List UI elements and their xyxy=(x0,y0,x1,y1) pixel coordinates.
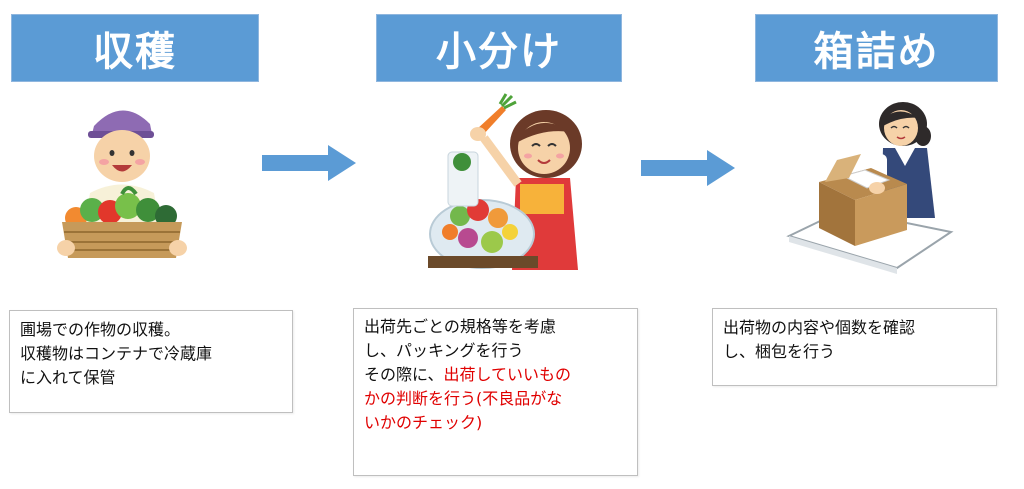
step-header-sorting: 小分け xyxy=(376,14,622,82)
step-header-harvest: 収穫 xyxy=(11,14,259,82)
highlighted-text: かの判断を行う(不良品がな xyxy=(364,389,563,408)
description-line: し、パッキングを行う xyxy=(364,341,524,360)
step-description-sorting: 出荷先ごとの規格等を考慮 し、パッキングを行う その際に、出荷していいもの かの… xyxy=(353,308,638,476)
description-line: 圃場での作物の収穫。 xyxy=(20,320,181,339)
description-line: に入れて保管 xyxy=(20,368,116,387)
right-arrow-icon xyxy=(641,150,735,186)
description-text: その際に、 xyxy=(364,365,444,384)
description-line: 出荷物の内容や個数を確認 xyxy=(723,318,916,337)
farmer-with-vegetables-illustration xyxy=(57,110,187,258)
woman-packing-box-illustration xyxy=(786,102,954,274)
step-description-harvest: 圃場での作物の収穫。 収穫物はコンテナで冷蔵庫 に入れて保管 xyxy=(9,310,293,413)
step-header-boxing: 箱詰め xyxy=(755,14,998,82)
step-description-boxing: 出荷物の内容や個数を確認 し、梱包を行う xyxy=(712,308,997,386)
woman-packing-vegetables-illustration xyxy=(428,93,582,270)
description-line-with-highlight: その際に、出荷していいもの xyxy=(364,363,627,387)
right-arrow-icon xyxy=(262,145,356,181)
description-line: 収穫物はコンテナで冷蔵庫 xyxy=(20,344,213,363)
highlighted-text: 出荷していいもの xyxy=(443,365,572,384)
description-line: し、梱包を行う xyxy=(723,342,836,361)
highlighted-text: いかのチェック) xyxy=(364,413,483,432)
description-line: 出荷先ごとの規格等を考慮 xyxy=(364,317,556,336)
